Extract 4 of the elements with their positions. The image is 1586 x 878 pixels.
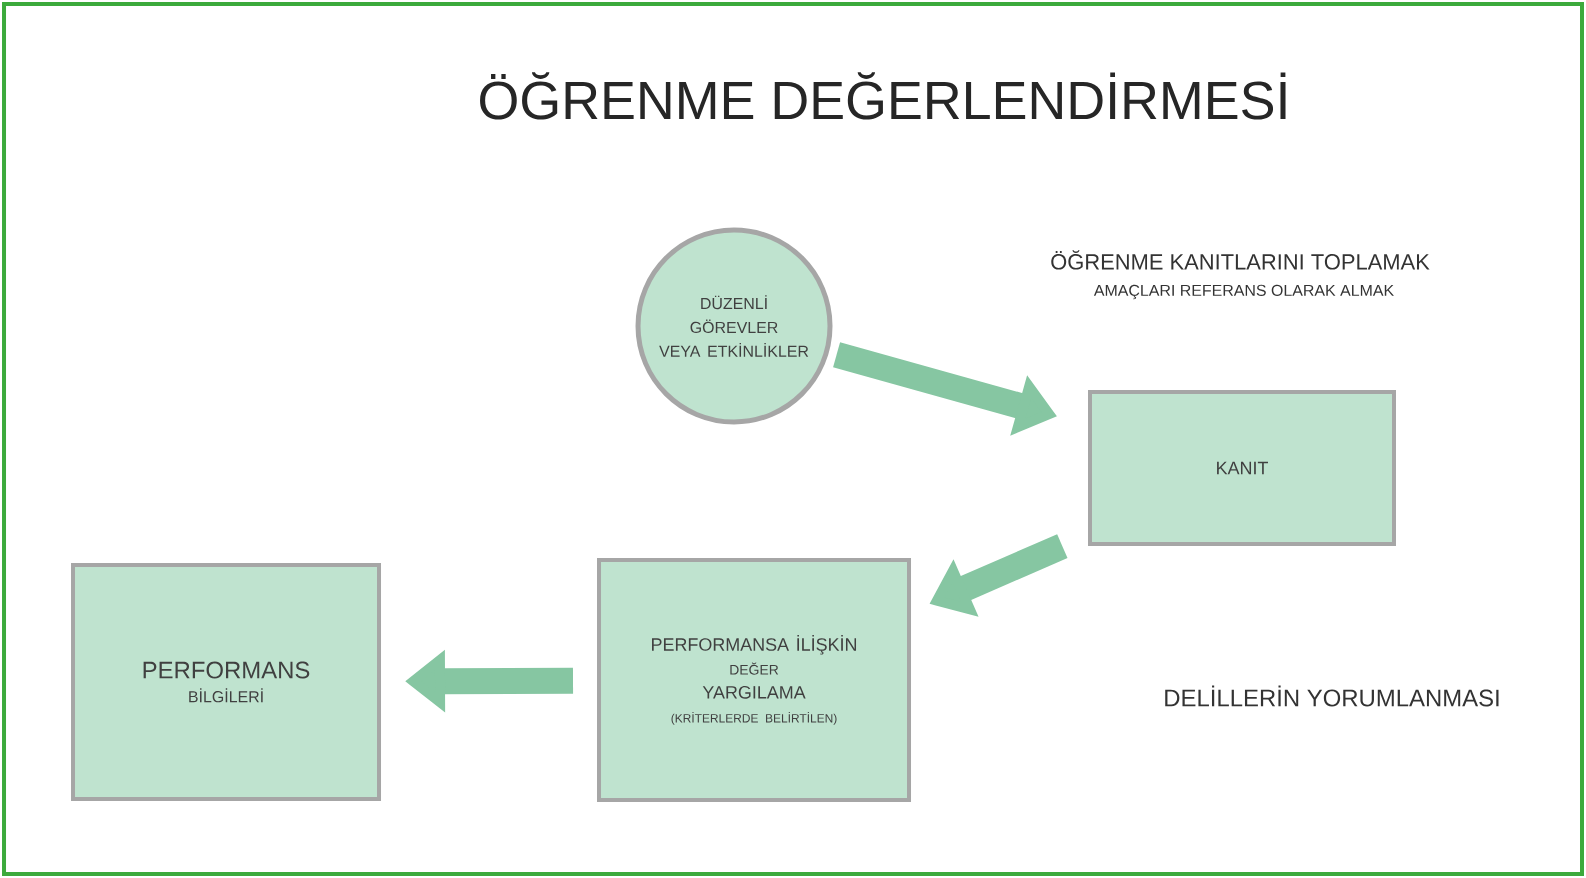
process-box: KANIT xyxy=(1088,390,1396,546)
annotation: DELİLLERİN YORUMLANMASI xyxy=(1165,685,1499,707)
title: ÖĞRENME DEĞERLENDİRMESİ xyxy=(480,72,1286,120)
annotation: ÖĞRENME KANITLARINI TOPLAMAK xyxy=(1051,250,1430,270)
